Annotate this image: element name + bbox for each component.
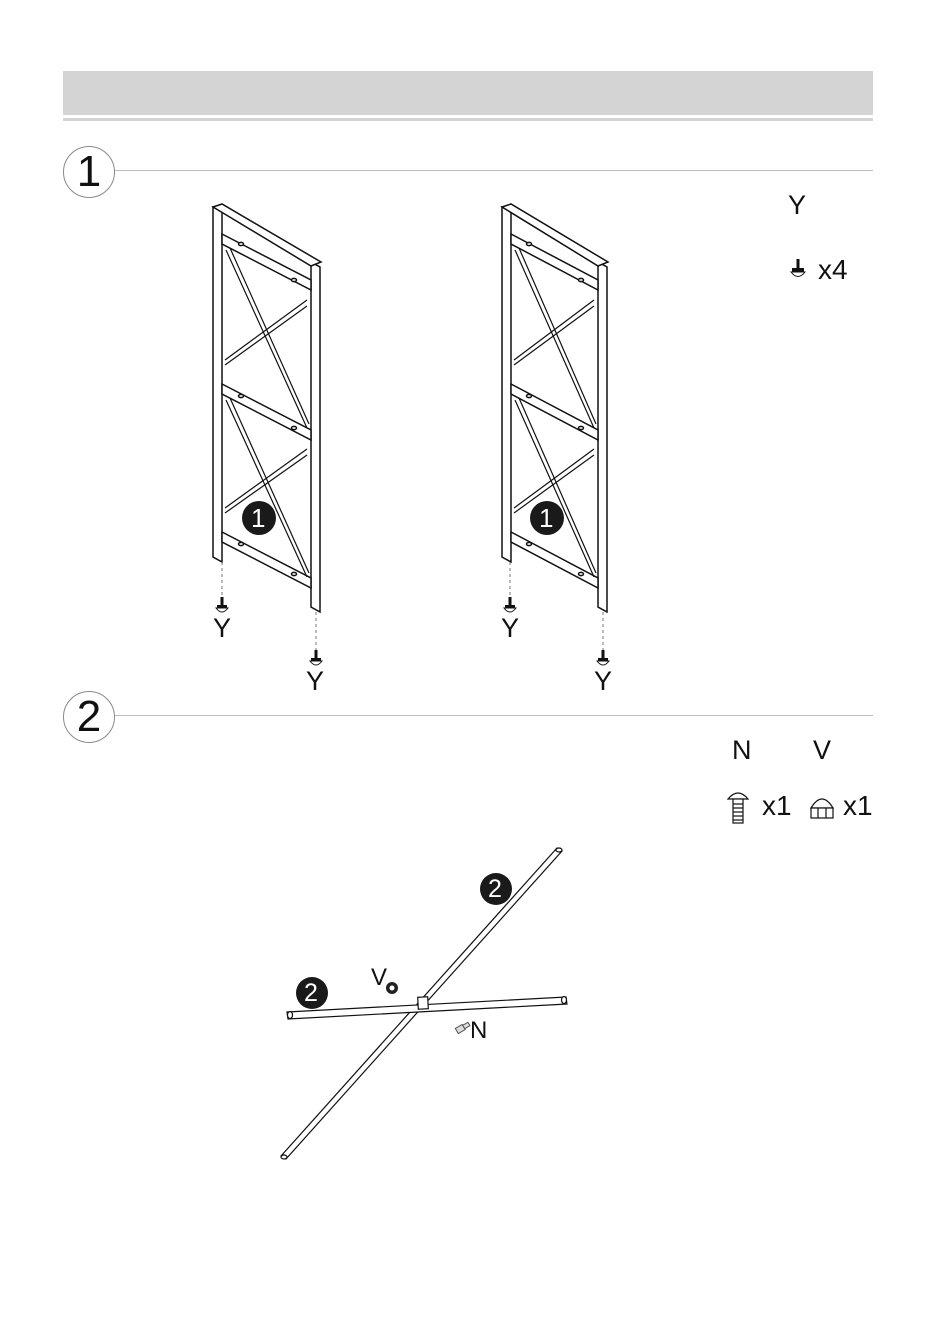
part-badge-number: 2 <box>304 981 318 1006</box>
part-badge-number: 2 <box>488 877 502 902</box>
header-band <box>63 71 873 115</box>
hardware-y-quantity: x4 <box>818 256 848 284</box>
callout-y: Y <box>306 668 324 695</box>
foot-screw-icon <box>310 650 322 665</box>
foot-screw-icon <box>791 259 805 277</box>
step-1-number: 1 <box>63 146 115 198</box>
cross-brace-rods <box>281 848 567 1159</box>
bolt-icon <box>455 1021 470 1033</box>
step-1-divider <box>115 170 873 171</box>
hardware-y-code: Y <box>788 192 806 219</box>
callout-n: N <box>470 1019 487 1043</box>
hardware-n-quantity: x1 <box>762 792 792 820</box>
foot-screw-icon <box>216 597 228 612</box>
hardware-v-quantity: x1 <box>843 792 873 820</box>
part-badge-number: 1 <box>251 505 265 531</box>
header-rule <box>63 118 873 121</box>
part-badge-number: 1 <box>539 505 553 531</box>
step-2-divider <box>115 715 873 716</box>
callout-y: Y <box>213 615 231 642</box>
foot-screw-icon <box>597 650 609 665</box>
foot-screw-icon <box>504 597 516 612</box>
hardware-v-code: V <box>813 737 831 764</box>
step-2-number: 2 <box>63 691 115 743</box>
callout-v: V <box>371 966 387 990</box>
side-frame-left <box>213 204 321 612</box>
bolt-icon <box>728 793 748 823</box>
cap-nut-icon <box>811 799 833 818</box>
hardware-n-code: N <box>732 737 752 764</box>
side-frame-right <box>502 204 608 612</box>
callout-y: Y <box>594 668 612 695</box>
callout-y: Y <box>501 615 519 642</box>
cap-nut-icon <box>386 982 398 994</box>
